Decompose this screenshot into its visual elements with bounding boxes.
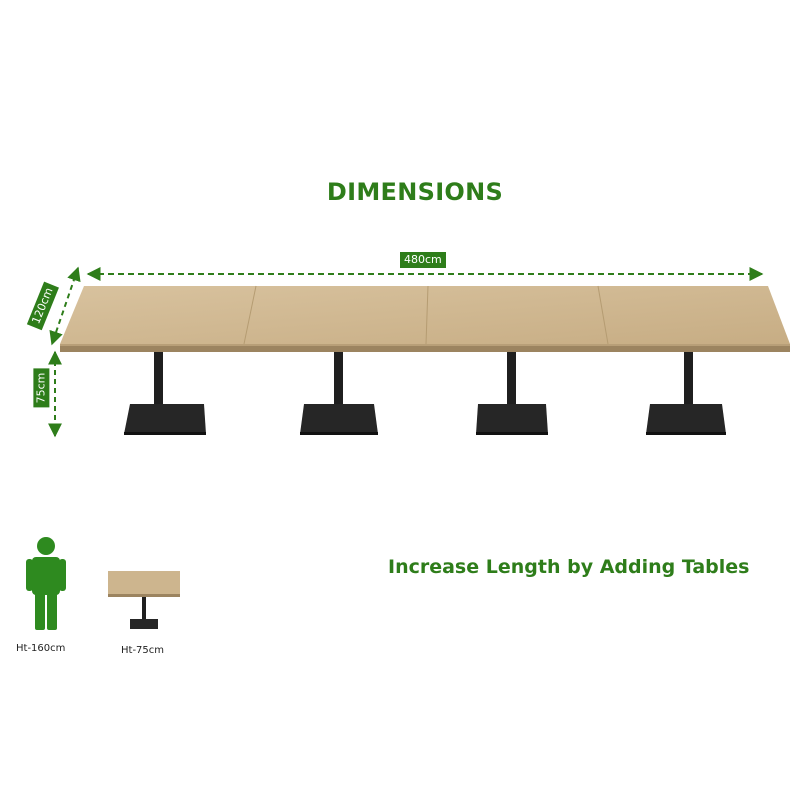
person-icon xyxy=(26,537,66,630)
person-height-caption: Ht-160cm xyxy=(16,643,66,654)
table-seam xyxy=(425,285,429,345)
tagline: Increase Length by Adding Tables xyxy=(388,556,750,578)
height-label: 75cm xyxy=(33,368,50,408)
pedestal-base-4 xyxy=(646,352,726,435)
tabletop-surface xyxy=(60,286,790,344)
length-label: 480cm xyxy=(400,252,446,268)
pedestal-base-2 xyxy=(300,352,378,435)
page-title: DIMENSIONS xyxy=(326,178,504,206)
width-dimension-line xyxy=(49,266,81,346)
table-seam xyxy=(243,285,257,345)
pedestal-base-3 xyxy=(476,352,548,435)
table-seam xyxy=(597,285,609,345)
tabletop-edge xyxy=(60,344,790,352)
pedestal-base-1 xyxy=(124,352,206,435)
table-height-caption: Ht-75cm xyxy=(121,645,165,656)
single-table-icon xyxy=(108,571,180,629)
